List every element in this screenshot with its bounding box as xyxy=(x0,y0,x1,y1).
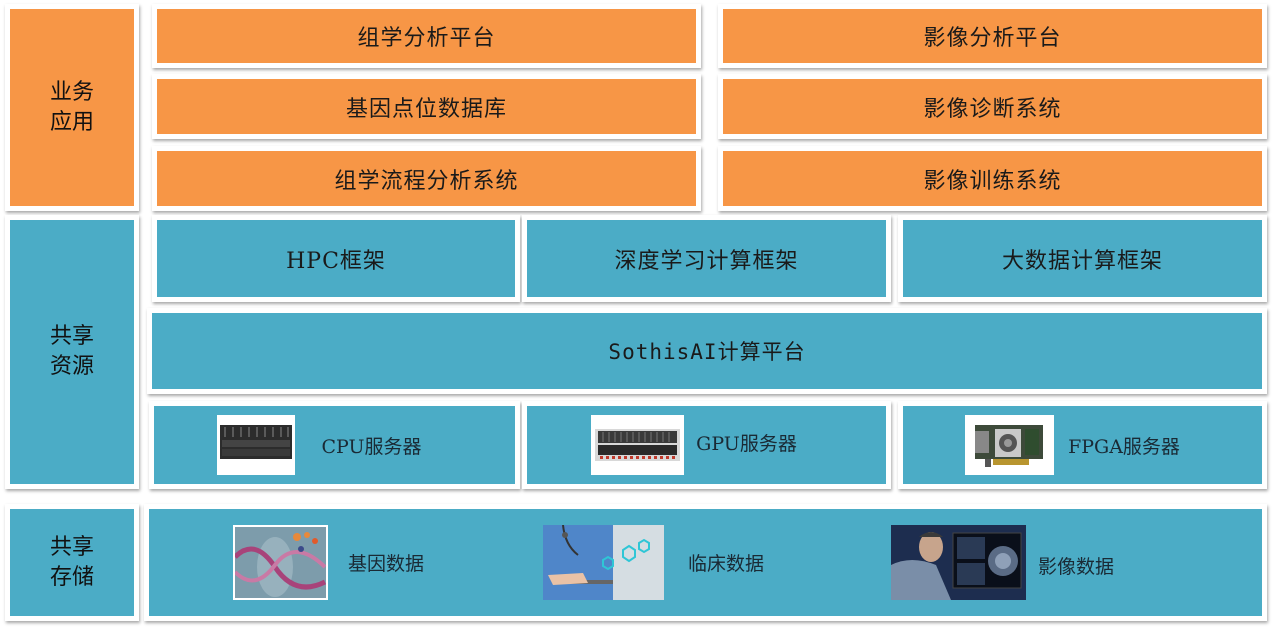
app-gene-locus-database: 基因点位数据库 xyxy=(152,74,701,139)
layer-label-line: 应用 xyxy=(49,109,94,135)
storage-label: 临床数据 xyxy=(688,553,765,575)
box-label: 组学分析平台 xyxy=(357,26,496,51)
server-label: FPGA服务器 xyxy=(1068,435,1180,458)
storage-label: 基因数据 xyxy=(348,553,425,575)
framework-deep-learning: 深度学习计算框架 xyxy=(522,215,891,302)
server-label: GPU服务器 xyxy=(696,432,797,455)
server-fpga: FPGA服务器 xyxy=(898,401,1267,489)
box-label: 深度学习计算框架 xyxy=(614,248,799,274)
clinician-image xyxy=(543,525,664,600)
fpga-card-icon xyxy=(965,415,1055,475)
box-label: 影像诊断系统 xyxy=(923,96,1062,122)
storage-clinical-data: 临床数据 xyxy=(543,525,764,600)
box-label: 大数据计算框架 xyxy=(1001,248,1163,274)
storage-imaging-data: 影像数据 xyxy=(891,525,1114,600)
storage-gene-data: 基因数据 xyxy=(233,525,424,600)
layer-label-business: 业务 应用 xyxy=(5,4,139,211)
layer-label-line: 资源 xyxy=(49,354,94,379)
box-label: 影像训练系统 xyxy=(923,168,1062,194)
server-cpu: CPU服务器 xyxy=(149,401,520,489)
framework-hpc: HPC框架 xyxy=(152,215,520,302)
gpu-server-icon xyxy=(591,415,685,475)
layer-label-line: 业务 xyxy=(49,79,94,105)
layer-label-line: 存储 xyxy=(49,564,94,590)
storage-label: 影像数据 xyxy=(1038,556,1115,578)
app-imaging-training-system: 影像训练系统 xyxy=(718,146,1267,211)
dna-image xyxy=(233,525,328,600)
framework-big-data: 大数据计算框架 xyxy=(898,215,1267,302)
app-imaging-analysis-platform: 影像分析平台 xyxy=(718,4,1267,68)
app-omics-pipeline-system: 组学流程分析系统 xyxy=(152,146,701,211)
box-label: SothisAI计算平台 xyxy=(608,340,806,364)
layer-label-line: 共享 xyxy=(49,324,94,349)
cpu-server-icon xyxy=(217,415,296,475)
storage-data-row: 基因数据 临床数据 xyxy=(144,504,1267,621)
app-imaging-diagnosis-system: 影像诊断系统 xyxy=(718,74,1267,139)
server-label: CPU服务器 xyxy=(321,435,422,458)
server-gpu: GPU服务器 xyxy=(522,401,891,489)
radiology-image xyxy=(891,525,1026,600)
platform-sothisai: SothisAI计算平台 xyxy=(147,308,1267,394)
box-label: 基因点位数据库 xyxy=(345,96,507,122)
box-label: 影像分析平台 xyxy=(923,26,1062,51)
layer-label-shared-resources: 共享 资源 xyxy=(5,215,139,489)
app-omics-analysis-platform: 组学分析平台 xyxy=(152,4,701,68)
layer-label-line: 共享 xyxy=(49,534,94,560)
box-label: 组学流程分析系统 xyxy=(334,168,519,194)
box-label: HPC框架 xyxy=(286,248,386,274)
layer-label-shared-storage: 共享 存储 xyxy=(5,504,139,621)
